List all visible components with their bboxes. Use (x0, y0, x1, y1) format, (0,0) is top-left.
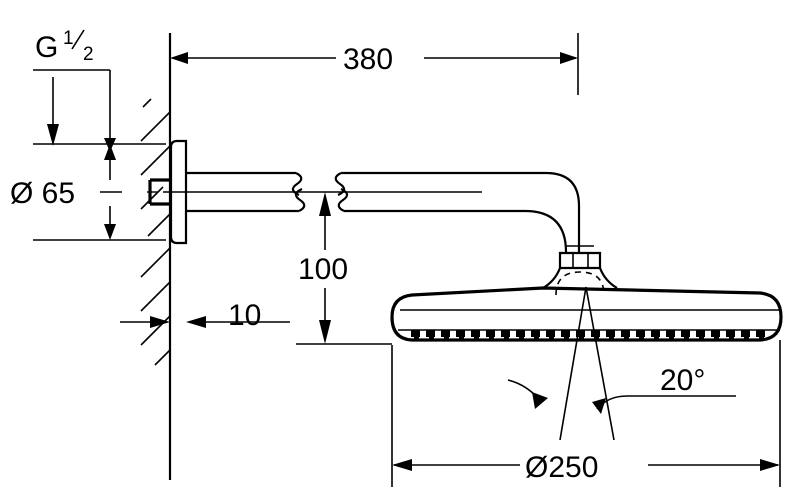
spray-nozzle-row (411, 330, 765, 340)
wall-section-hatched (140, 33, 172, 480)
dimension-flange-diameter: Ø 65 (10, 143, 166, 241)
dimension-wall-offset: 10 (120, 299, 290, 332)
spray-cone-indicator (559, 286, 615, 441)
arm-projection-label: 380 (343, 43, 393, 76)
dimension-arm-projection: 380 (169, 33, 579, 95)
wall-offset-label: 10 (228, 299, 261, 332)
dimension-head-diameter: Ø250 (391, 340, 781, 487)
shower-head-disc (390, 267, 783, 342)
thread-label-denominator: 2 (83, 44, 94, 65)
wall-flange-escutcheon (169, 139, 188, 245)
spray-angle-label: 20° (660, 364, 705, 397)
dimension-thread-g-half: G 1 2 (33, 28, 116, 152)
dimension-spray-angle: 20° (507, 364, 736, 414)
wall-hatching (140, 98, 171, 366)
head-drop-label: 100 (298, 253, 348, 286)
dimension-head-drop: 100 (296, 191, 392, 345)
head-diameter-label: Ø250 (525, 451, 598, 484)
thread-label-g: G (35, 31, 58, 64)
shower-arm-with-break (147, 171, 581, 253)
flange-diameter-label: Ø 65 (10, 177, 75, 210)
thread-label-numerator: 1 (63, 28, 74, 49)
